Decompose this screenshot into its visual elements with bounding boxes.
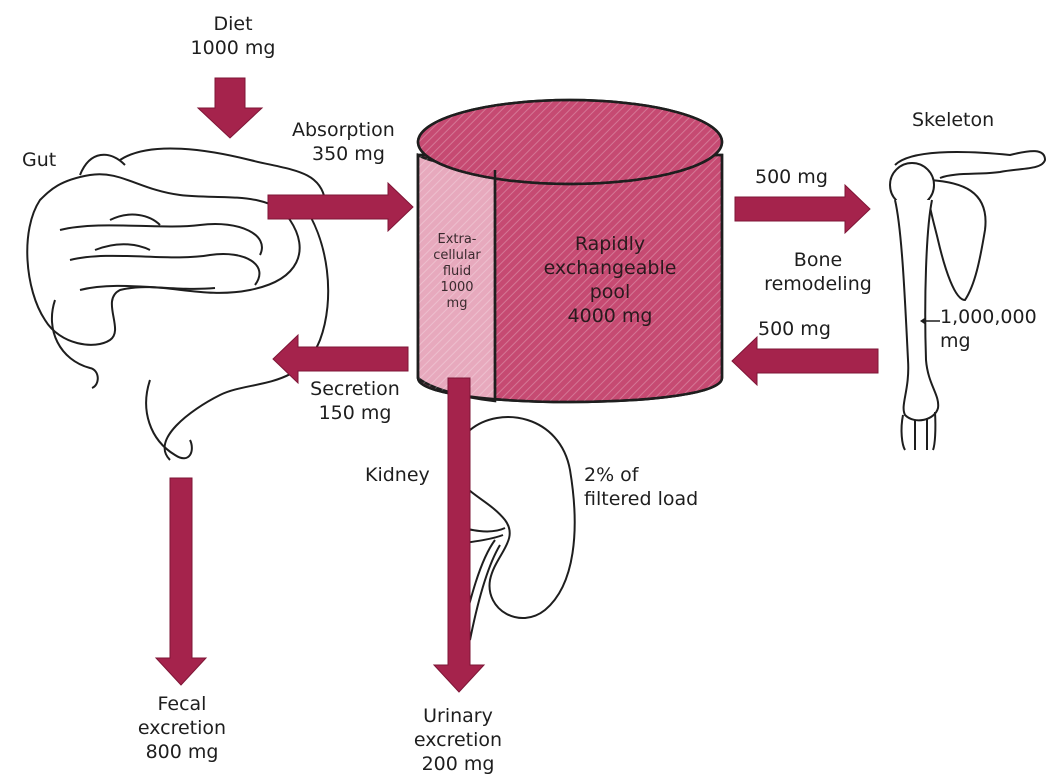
ecf-line: 1000 [420,280,494,296]
pool-amount: 4000 mg [520,304,700,328]
to-bone-amount: 500 mg [755,165,828,189]
urinary-label-line1: Urinary [398,704,518,728]
secretion-label-line1: Secretion [300,377,410,401]
kidney-note: 2% of filtered load [584,463,698,511]
kidney-label: Kidney [365,463,430,487]
fecal-excretion-label: Fecal excretion 800 mg [122,692,242,764]
kidney-note-line2: filtered load [584,487,698,511]
bone-remodeling-line2: remodeling [758,272,878,296]
secretion-amount: 150 mg [300,401,410,425]
absorption-label: Absorption 350 mg [292,118,395,166]
ecf-line: cellular [420,248,494,264]
fecal-amount: 800 mg [122,740,242,764]
pool-label: Rapidly exchangeable pool 4000 mg [520,232,700,328]
from-bone-amount: 500 mg [758,317,831,341]
pool-line: Rapidly [520,232,700,256]
kidney-note-line1: 2% of [584,463,698,487]
ecf-line: mg [420,296,494,312]
skeleton-amount-line2: mg [940,329,1050,353]
ecf-line: Extra- [420,232,494,248]
pool-line: exchangeable [520,256,700,280]
diet-label-line1: Diet [178,12,288,36]
fecal-arrow [156,478,206,685]
diet-label: Diet 1000 mg [178,12,288,60]
skeleton-amount-line1: 1,000,000 [940,305,1050,329]
urinary-excretion-label: Urinary excretion 200 mg [398,704,518,776]
urinary-amount: 200 mg [398,752,518,776]
diet-arrow [198,78,262,138]
to-bone-arrow [735,185,870,233]
diet-amount: 1000 mg [178,36,288,60]
from-bone-arrow [732,337,878,385]
fecal-label-line1: Fecal [122,692,242,716]
skeleton-illustration [890,151,1045,450]
skeleton-pointer [920,315,942,327]
gut-label: Gut [22,148,56,172]
secretion-label: Secretion 150 mg [300,377,410,425]
bone-remodeling-line1: Bone [758,248,878,272]
bone-remodeling-label: Bone remodeling [758,248,878,296]
absorption-label-line1: Absorption [292,118,395,142]
secretion-arrow [273,335,408,383]
pool-line: pool [520,280,700,304]
urinary-label-line2: excretion [398,728,518,752]
absorption-amount: 350 mg [292,142,395,166]
skeleton-label: Skeleton [912,108,994,132]
fecal-label-line2: excretion [122,716,242,740]
ecf-line: fluid [420,264,494,280]
skeleton-amount: 1,000,000 mg [940,305,1050,353]
ecf-label: Extra- cellular fluid 1000 mg [420,232,494,312]
